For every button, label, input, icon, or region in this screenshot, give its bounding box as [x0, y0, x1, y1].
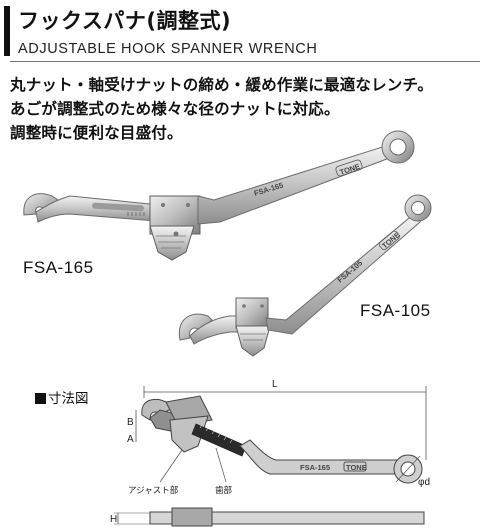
drawing-engraving: FSA-165 [300, 463, 330, 472]
page-title: フックスパナ(調整式) [18, 9, 232, 33]
title-accent-bar [4, 6, 10, 56]
part-label-teeth: 歯部 [215, 485, 233, 496]
description-line-1: 丸ナット・軸受けナットの締め・緩め作業に最適なレンチ。 [10, 76, 434, 94]
dimension-label-b: B [127, 417, 134, 428]
dimension-label-a: A [127, 434, 134, 445]
drawing-brand-mark: TONE [346, 463, 367, 472]
description-line-3: 調整時に便利な目盛付。 [10, 124, 183, 142]
dimension-label-d: φd [418, 477, 430, 488]
title-divider [10, 61, 480, 62]
fsa-105-wrench-image: FSA-105 TONE [178, 194, 432, 357]
dimensions-heading-text: 寸法図 [48, 391, 89, 407]
heading-square-icon [35, 393, 46, 404]
description-line-2: あごが調整式のため様々な径のナットに対応。 [10, 100, 340, 118]
dimension-drawing: L B A FSA-165 TONE φd アジャスト部 歯部 H [110, 379, 430, 527]
page-subtitle: ADJUSTABLE HOOK SPANNER WRENCH [18, 41, 318, 57]
part-label-adjust: アジャスト部 [128, 485, 179, 496]
model-label-fsa-165: FSA-165 [23, 258, 94, 277]
product-description: 丸ナット・軸受けナットの締め・緩め作業に最適なレンチ。 あごが調整式のため様々な… [10, 73, 433, 145]
fsa-165-wrench-image: FSA-165 TONE [23, 130, 415, 261]
model-label-fsa-105: FSA-105 [360, 301, 431, 320]
dimension-label-h: H [110, 514, 117, 525]
dimensions-heading: 寸法図 [35, 387, 89, 407]
dimension-label-l: L [272, 379, 278, 390]
